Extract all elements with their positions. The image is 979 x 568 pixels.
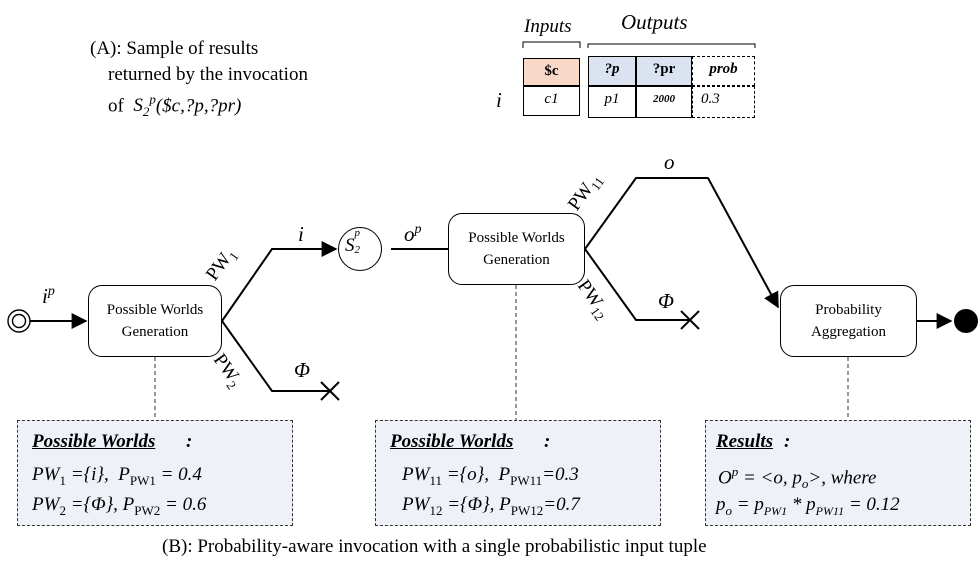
caption-a-line2: returned by the invocation <box>108 64 308 85</box>
edge-op-label: op <box>404 222 422 246</box>
phi1-label: Φ <box>294 358 310 382</box>
table-header-pr: ?pr <box>636 56 692 86</box>
edge-o-label: o <box>664 150 675 174</box>
table-header-prob: prob <box>692 56 755 86</box>
end-node <box>954 309 978 333</box>
pw12-terminate-mark <box>680 310 700 330</box>
table-header-c: $c <box>523 58 580 86</box>
outputs-label: Outputs <box>621 10 688 34</box>
pw12-edge <box>584 248 690 321</box>
phi2-label: Φ <box>658 289 674 313</box>
table-cell-pr: 2000 <box>636 86 692 118</box>
table-header-p: ?p <box>588 56 636 86</box>
probability-aggregation: Probability Aggregation <box>780 285 917 357</box>
table-cell-p: p1 <box>588 86 636 118</box>
note2-title: Possible Worlds <box>390 431 514 452</box>
possible-worlds-note-1: Possible Worlds : PW1 ={i}, PPW1 = 0.4 P… <box>17 420 293 526</box>
table-row-label: i <box>496 88 502 112</box>
caption-a-line1: (A): Sample of results <box>90 38 259 59</box>
note1-line1: PW1 ={i}, PPW1 = 0.4 <box>32 464 202 488</box>
pw2-terminate-mark <box>320 381 340 401</box>
start-node <box>7 309 31 333</box>
note1-line2: PW2 ={Φ}, PPW2 = 0.6 <box>32 494 207 518</box>
possible-worlds-generation-1: Possible Worlds Generation <box>88 285 222 357</box>
table-cell-prob: 0.3 <box>692 86 755 118</box>
table-cell-c: c1 <box>523 86 580 116</box>
pw11-edge <box>584 177 779 309</box>
edge-i-label: i <box>298 222 304 246</box>
note2-line2: PW12 ={Φ}, PPW12=0.7 <box>402 494 580 518</box>
inputs-label: Inputs <box>524 16 572 37</box>
possible-worlds-generation-2: Possible Worlds Generation <box>448 213 585 285</box>
note3-line1: Op = <o, po>, where <box>718 464 877 492</box>
note1-title: Possible Worlds <box>32 431 156 452</box>
possible-worlds-note-2: Possible Worlds : PW11 ={o}, PPW11=0.3 P… <box>375 420 661 526</box>
note3-line2: po = pPW1 * pPW11 = 0.12 <box>716 494 900 518</box>
note2-line1: PW11 ={o}, PPW11=0.3 <box>402 464 579 488</box>
note3-title: Results <box>716 431 774 452</box>
pw2-edge <box>221 320 330 392</box>
results-note: Results : Op = <o, po>, where po = pPW1 … <box>705 420 971 526</box>
caption-a-line3: of S2p($c,?p,?pr) <box>108 92 242 120</box>
caption-b: (B): Probability-aware invocation with a… <box>162 536 707 557</box>
service-node <box>338 227 382 271</box>
pw1-edge <box>221 241 338 322</box>
input-label: ip <box>42 284 55 308</box>
